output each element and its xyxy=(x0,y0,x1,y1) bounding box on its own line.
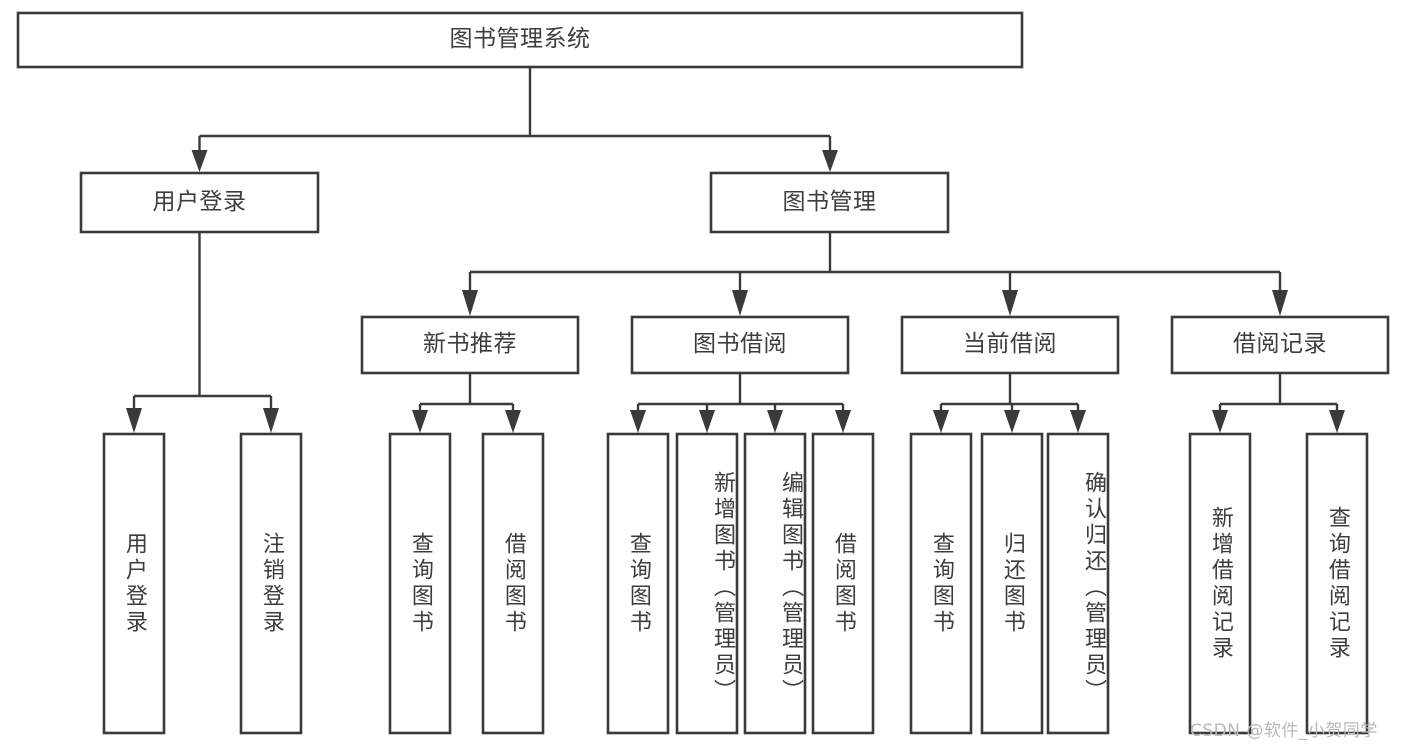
arrow-head-icon xyxy=(835,410,851,433)
connector-newbook-to-leaves xyxy=(412,373,521,433)
node-box-current-borrow[interactable] xyxy=(900,315,1120,375)
arrow-head-icon xyxy=(1329,410,1345,433)
leaf-box-new-book-1[interactable] xyxy=(481,432,545,735)
leaf-box-current-borrow-1[interactable] xyxy=(980,432,1044,735)
leaf-box-borrow-record-1[interactable] xyxy=(1305,432,1369,735)
arrow-head-icon xyxy=(263,408,279,433)
connector-bookmgmt-to-level3 xyxy=(462,232,1288,316)
arrow-head-icon xyxy=(412,410,428,433)
arrow-head-icon xyxy=(822,150,838,172)
node-box-user-login[interactable] xyxy=(79,171,320,234)
arrow-head-icon xyxy=(1212,410,1228,433)
leaf-box-book-borrow-3[interactable] xyxy=(811,432,875,735)
leaf-box-new-book-0[interactable] xyxy=(388,432,452,735)
arrow-head-icon xyxy=(630,410,646,433)
connector-root-to-level2 xyxy=(191,67,838,172)
csdn-watermark: CSDN @软件_小贺同学 xyxy=(1190,721,1378,741)
leaf-box-borrow-record-0[interactable] xyxy=(1188,432,1252,735)
node-box-new-book-recommend[interactable] xyxy=(360,315,580,375)
connector-currentborrow-to-leaves xyxy=(933,373,1086,433)
connector-borrowrecord-to-leaves xyxy=(1212,373,1345,433)
node-box-borrow-record[interactable] xyxy=(1170,315,1390,375)
node-box-root[interactable] xyxy=(16,11,1024,69)
arrow-head-icon xyxy=(191,150,208,172)
leaf-box-book-borrow-0[interactable] xyxy=(606,432,670,735)
leaf-box-book-borrow-2[interactable] xyxy=(743,432,807,735)
arrow-head-icon xyxy=(126,408,142,433)
leaf-box-current-borrow-2[interactable] xyxy=(1046,432,1110,735)
arrow-head-icon xyxy=(505,410,521,433)
arrow-head-icon xyxy=(933,410,949,433)
arrow-head-icon xyxy=(699,410,715,433)
arrow-head-icon xyxy=(1002,290,1018,316)
arrow-head-icon xyxy=(1070,410,1086,433)
arrow-head-icon xyxy=(462,290,478,316)
leaf-box-user-login-0[interactable] xyxy=(102,432,166,735)
connector-userlogin-to-leaves xyxy=(126,232,279,433)
connector-bookborrow-to-leaves xyxy=(630,373,851,433)
arrow-head-icon xyxy=(1272,290,1288,316)
leaf-box-current-borrow-0[interactable] xyxy=(909,432,973,735)
node-box-book-management[interactable] xyxy=(709,171,950,234)
leaf-box-user-login-1[interactable] xyxy=(239,432,303,735)
leaf-box-book-borrow-1[interactable] xyxy=(675,432,739,735)
arrow-head-icon xyxy=(732,290,748,316)
node-box-book-borrow[interactable] xyxy=(630,315,850,375)
arrow-head-icon xyxy=(1004,410,1020,433)
arrow-head-icon xyxy=(767,410,783,433)
